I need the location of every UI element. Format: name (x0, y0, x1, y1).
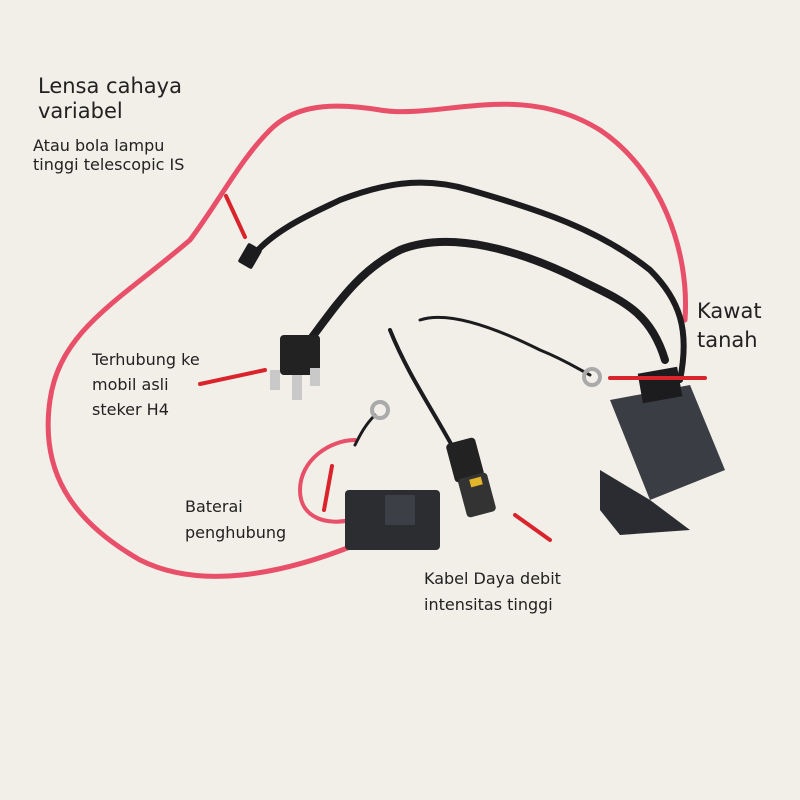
label-lens-line2: variabel (38, 99, 123, 124)
marker-lens (224, 194, 247, 239)
label-h4-line1: Terhubung ke (92, 350, 200, 369)
black-wire-dual (247, 179, 687, 383)
label-ground-line1: Kawat (697, 299, 762, 323)
label-ground-line2: tanah (697, 328, 758, 352)
label-h4: Terhubung ke mobil asli steker H4 (92, 347, 200, 422)
label-bulb: Atau bola lampu tinggi telescopic IS (33, 136, 184, 174)
ground-ring-terminal (582, 367, 602, 387)
label-bulb-line2: tinggi telescopic IS (33, 155, 185, 175)
label-h4-line3: steker H4 (92, 400, 169, 419)
power-connector (446, 437, 496, 518)
red-wire-battery (298, 438, 357, 524)
black-wire-ground (418, 315, 592, 377)
label-power-line2: intensitas tinggi (424, 595, 553, 614)
label-power-line1: Kabel Daya debit (424, 569, 561, 588)
black-wire-h4 (306, 237, 669, 364)
label-battery: Baterai penghubung (185, 494, 286, 546)
marker-battery (322, 464, 334, 512)
relay (600, 366, 725, 535)
battery-ring-terminal (370, 400, 390, 420)
marker-power (513, 513, 552, 542)
marker-h4 (198, 368, 267, 386)
label-battery-line1: Baterai (185, 497, 243, 516)
black-wire-battery (353, 413, 377, 447)
label-lens-line1: Lensa cahaya (38, 74, 182, 98)
label-ground: Kawat tanah (697, 297, 762, 355)
label-h4-line2: mobil asli (92, 375, 169, 394)
fuse-holder (345, 490, 440, 550)
dual-pin-connector (238, 243, 262, 269)
red-wire-long (45, 101, 689, 579)
label-power: Kabel Daya debit intensitas tinggi (424, 566, 561, 618)
label-battery-line2: penghubung (185, 523, 287, 542)
h4-plug (270, 335, 320, 400)
label-lens: Lensa cahaya variabel (38, 74, 182, 124)
label-bulb-line1: Atau bola lampu (33, 136, 165, 155)
